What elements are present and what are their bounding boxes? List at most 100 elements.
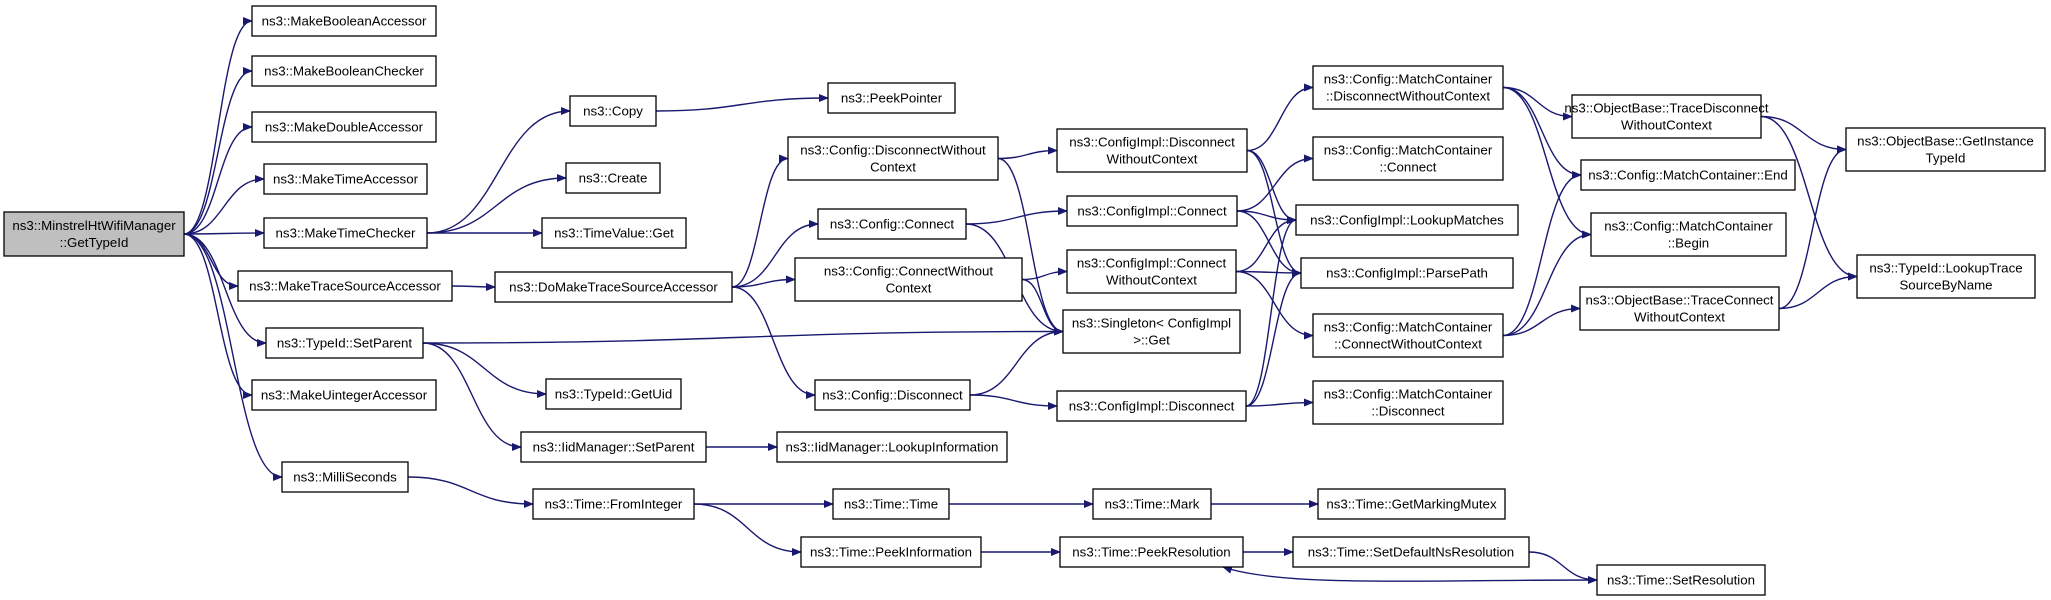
- root-function-node[interactable]: ns3::MinstrelHtWifiManager::GetTypeId: [3, 211, 185, 257]
- node-label: ns3::Time::FromInteger: [545, 497, 683, 512]
- function-node[interactable]: ns3::ConfigImpl::DisconnectWithoutContex…: [1056, 128, 1248, 173]
- function-node[interactable]: ns3::Config::MatchContainer::DisconnectW…: [1312, 65, 1504, 110]
- call-edge-line: [422, 342, 522, 451]
- function-node[interactable]: ns3::TypeId::SetParent: [265, 327, 424, 359]
- function-node[interactable]: ns3::Copy: [569, 95, 657, 127]
- function-node[interactable]: ns3::Config::MatchContainer::Connect: [1312, 136, 1504, 181]
- node-label: ns3::Config::MatchContainer::End: [1588, 168, 1788, 183]
- function-node[interactable]: ns3::ConfigImpl::Connect: [1066, 195, 1238, 227]
- node-box: [800, 536, 982, 568]
- edge-layer: [183, 17, 1858, 584]
- call-edge: [1245, 398, 1314, 407]
- function-node[interactable]: ns3::Time::Time: [832, 488, 950, 520]
- function-node[interactable]: ns3::TypeId::GetUid: [545, 378, 682, 410]
- call-edge: [183, 229, 265, 238]
- function-node[interactable]: ns3::Time::PeekInformation: [800, 536, 982, 568]
- function-node[interactable]: ns3::PeekPointer: [827, 82, 956, 114]
- function-node[interactable]: ns3::ConfigImpl::Disconnect: [1056, 390, 1247, 422]
- function-node[interactable]: ns3::Singleton< ConfigImpl>::Get: [1062, 309, 1241, 354]
- node-box: [1056, 128, 1248, 173]
- function-node[interactable]: ns3::ConfigImpl::LookupMatches: [1295, 204, 1519, 236]
- function-node[interactable]: ns3::Config::Connect: [817, 208, 967, 240]
- node-box: [1092, 488, 1212, 520]
- function-node[interactable]: ns3::Time::FromInteger: [532, 488, 695, 520]
- node-label: ns3::Config::MatchContainer: [1324, 387, 1493, 402]
- function-node[interactable]: ns3::MakeTimeAccessor: [263, 163, 428, 195]
- node-label: ns3::Config::MatchContainer: [1324, 72, 1493, 87]
- function-node[interactable]: ns3::Config::MatchContainer::End: [1580, 159, 1796, 191]
- function-node[interactable]: ns3::ConfigImpl::ParsePath: [1300, 257, 1514, 289]
- function-node[interactable]: ns3::Config::MatchContainer::Begin: [1590, 212, 1787, 257]
- function-node[interactable]: ns3::Config::Disconnect: [814, 379, 971, 411]
- function-node[interactable]: ns3::Create: [565, 162, 661, 194]
- call-edge: [1021, 267, 1068, 281]
- function-node[interactable]: ns3::ObjectBase::TraceDisconnectWithoutC…: [1564, 94, 1769, 139]
- call-edge: [183, 67, 253, 235]
- function-node[interactable]: ns3::MakeUintegerAccessor: [251, 379, 437, 411]
- node-label: ns3::ConfigImpl::Connect: [1077, 204, 1227, 219]
- function-node[interactable]: ns3::MakeDoubleAccessor: [251, 111, 437, 143]
- call-edge: [183, 175, 265, 235]
- function-node[interactable]: ns3::Config::MatchContainer::ConnectWith…: [1312, 313, 1504, 358]
- function-node[interactable]: ns3::TimeValue::Get: [541, 217, 687, 249]
- function-node[interactable]: ns3::Time::SetResolution: [1596, 564, 1766, 596]
- node-label: WithoutContext: [1106, 273, 1197, 288]
- call-edge: [731, 286, 816, 399]
- call-edge: [969, 394, 1058, 410]
- node-box: [1580, 159, 1796, 191]
- node-label: ::Connect: [1380, 160, 1437, 175]
- function-node[interactable]: ns3::MakeTimeChecker: [263, 217, 428, 249]
- call-edge-line: [655, 94, 829, 112]
- function-node[interactable]: ns3::Config::MatchContainer::Disconnect: [1312, 380, 1504, 425]
- function-node[interactable]: ns3::IidManager::LookupInformation: [776, 431, 1008, 463]
- node-label: ns3::Time::Mark: [1105, 497, 1200, 512]
- node-label: ns3::MinstrelHtWifiManager: [12, 218, 176, 233]
- call-edge: [731, 154, 789, 288]
- node-box: [1295, 204, 1519, 236]
- function-node[interactable]: ns3::MakeBooleanAccessor: [251, 5, 437, 37]
- call-edge-line: [422, 342, 547, 398]
- function-node[interactable]: ns3::Config::DisconnectWithoutContext: [787, 136, 999, 181]
- function-node[interactable]: ns3::ConfigImpl::ConnectWithoutContext: [1066, 249, 1237, 294]
- function-node[interactable]: ns3::ObjectBase::TraceConnectWithoutCont…: [1579, 286, 1780, 331]
- call-edge: [422, 342, 547, 398]
- call-edge: [407, 476, 534, 508]
- call-edge: [1245, 216, 1297, 407]
- node-label: ns3::MakeBooleanChecker: [264, 64, 424, 79]
- node-label: ns3::ConfigImpl::ParsePath: [1326, 266, 1488, 281]
- node-box: [251, 55, 437, 87]
- node-box: [794, 257, 1023, 302]
- function-node[interactable]: ns3::IidManager::SetParent: [520, 431, 707, 463]
- node-box: [1856, 254, 2036, 299]
- function-node[interactable]: ns3::MakeBooleanChecker: [251, 55, 437, 87]
- call-edge: [693, 503, 802, 556]
- function-node[interactable]: ns3::MilliSeconds: [281, 461, 409, 493]
- call-edge-line: [731, 275, 796, 288]
- function-node[interactable]: ns3::DoMakeTraceSourceAccessor: [494, 271, 733, 303]
- node-label: ::DisconnectWithoutContext: [1326, 89, 1490, 104]
- call-edge-line: [183, 233, 239, 290]
- node-box: [251, 5, 437, 37]
- function-node[interactable]: ns3::Time::Mark: [1092, 488, 1212, 520]
- node-label: TypeId: [1926, 151, 1966, 166]
- function-node[interactable]: ns3::Config::ConnectWithoutContext: [794, 257, 1023, 302]
- function-node[interactable]: ns3::Time::PeekResolution: [1059, 536, 1244, 568]
- function-node[interactable]: ns3::MakeTraceSourceAccessor: [237, 270, 453, 302]
- call-edge: [731, 275, 796, 288]
- node-label: ns3::MakeTimeChecker: [276, 226, 416, 241]
- call-edge: [1760, 115, 1847, 154]
- function-node[interactable]: ns3::Time::SetDefaultNsResolution: [1292, 536, 1530, 568]
- call-edge: [1760, 115, 1858, 281]
- call-edge-line: [1236, 154, 1314, 212]
- call-edge-line: [731, 220, 819, 288]
- node-label: SourceByName: [1899, 278, 1992, 293]
- function-node[interactable]: ns3::Time::GetMarkingMutex: [1317, 488, 1506, 520]
- node-box: [814, 379, 971, 411]
- node-label: ns3::Time::SetResolution: [1607, 573, 1755, 588]
- node-label: ns3::ObjectBase::TraceConnect: [1586, 293, 1774, 308]
- node-label: ns3::Time::SetDefaultNsResolution: [1308, 545, 1514, 560]
- call-edge-line: [183, 233, 253, 399]
- node-label: ns3::MakeTimeAccessor: [273, 172, 419, 187]
